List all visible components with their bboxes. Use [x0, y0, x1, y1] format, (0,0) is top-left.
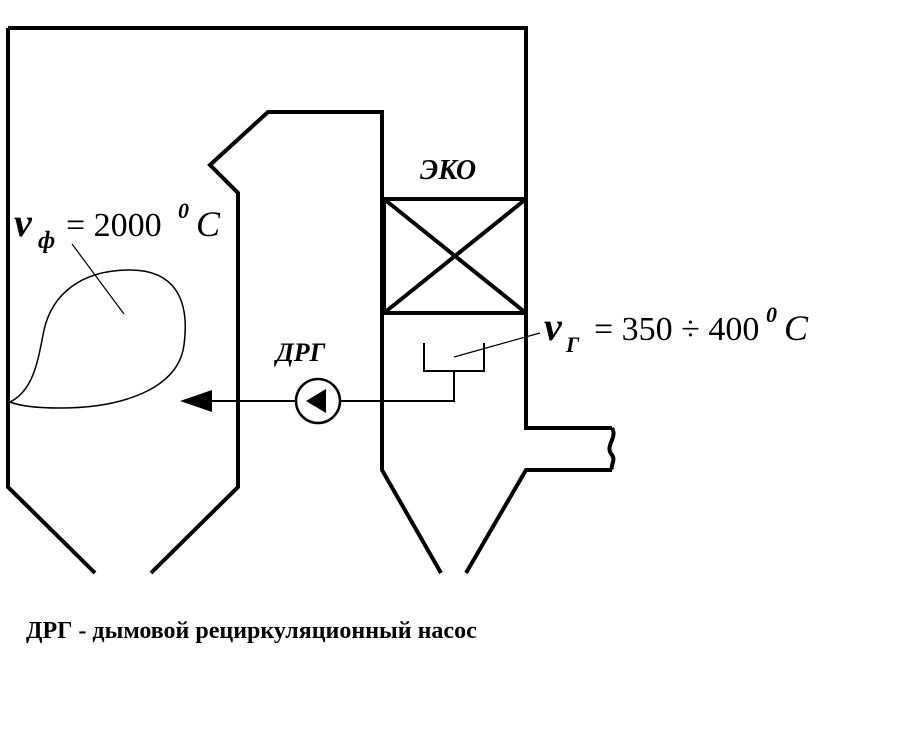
pump-icon [306, 389, 326, 413]
flame-temperature-label: ν ф = 2000 0 C [14, 198, 221, 254]
legend-caption: ДРГ - дымовой рециркуляционный насос [26, 618, 477, 644]
gas-temp-leader [453, 332, 541, 358]
furnace-left-wall [6, 28, 97, 575]
furnace-right-wall [149, 110, 443, 575]
convective-hopper-right [464, 468, 612, 575]
flame-leader [71, 243, 125, 315]
svg-text:0: 0 [178, 198, 189, 223]
recirculation-pipe [340, 371, 455, 402]
duct-break [607, 426, 616, 471]
svg-text:C: C [784, 308, 809, 348]
svg-text:= 2000: = 2000 [66, 207, 162, 244]
gas-temperature-label: ν Г = 350 ÷ 400 0 C [544, 302, 809, 357]
svg-text:ф: ф [38, 228, 55, 254]
svg-text:ν: ν [544, 304, 563, 349]
arrow-head-icon [180, 390, 212, 412]
flame-contour [8, 269, 186, 409]
svg-text:Г: Г [565, 332, 580, 357]
drg-label: ДРГ [274, 338, 326, 367]
economizer-cross-2 [382, 197, 528, 315]
svg-text:0: 0 [766, 302, 777, 327]
svg-text:ν: ν [14, 200, 33, 245]
svg-text:= 350 ÷ 400: = 350 ÷ 400 [594, 311, 759, 348]
svg-text:C: C [196, 204, 221, 244]
economizer-box [382, 197, 528, 315]
eco-label: ЭКО [420, 155, 476, 186]
